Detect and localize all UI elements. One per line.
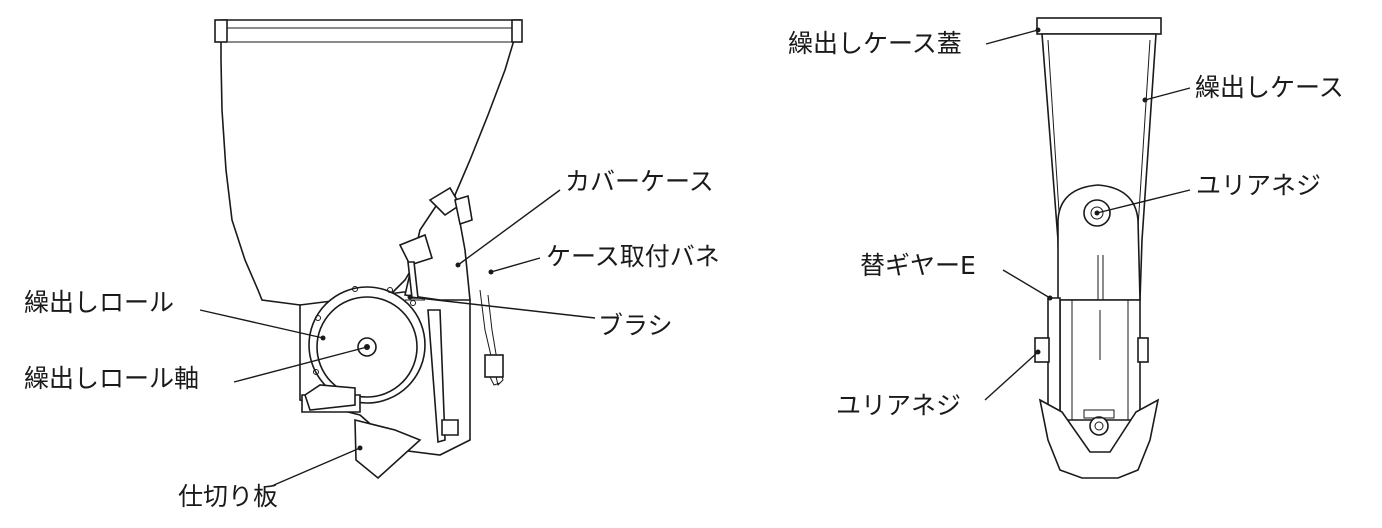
label-feed-roll: 繰出しロール	[24, 288, 175, 317]
hopper	[220, 19, 521, 306]
label-case-spring: ケース取付バネ	[546, 242, 720, 271]
label-cover-case: カバーケース	[565, 167, 714, 196]
label-feed-case: 繰出しケース	[1195, 73, 1344, 102]
label-feed-roll-shaft: 繰出しロール軸	[24, 364, 200, 393]
label-brush: ブラシ	[598, 311, 673, 340]
label-change-gear: 替ギヤーE	[860, 251, 976, 280]
label-partition-plate: 仕切り板	[178, 482, 279, 511]
right-feed-case-assembly	[1034, 17, 1162, 479]
case-lid	[1036, 17, 1162, 35]
right-leader-lines	[984, 27, 1191, 401]
label-urea-screw-bottom: ユリアネジ	[836, 391, 962, 420]
urea-screw-bottom-head	[1034, 337, 1050, 363]
left-leader-lines	[199, 189, 596, 486]
left-hopper-assembly	[214, 19, 523, 480]
skid	[1038, 398, 1160, 479]
label-case-lid: 繰出しケース蓋	[788, 29, 962, 58]
partition-plate	[354, 418, 422, 480]
case-spring	[479, 289, 504, 386]
label-urea-screw-top: ユリアネジ	[1196, 171, 1322, 200]
